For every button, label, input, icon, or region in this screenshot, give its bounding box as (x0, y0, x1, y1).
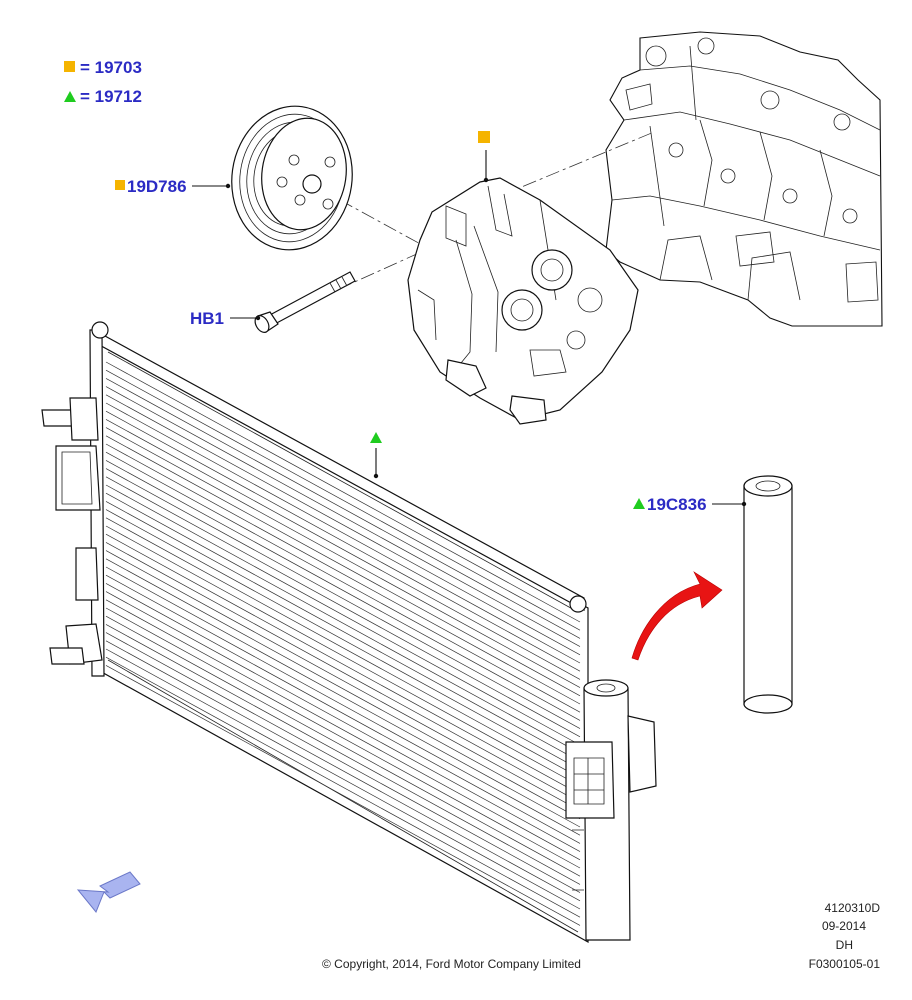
condenser-fin-line (105, 558, 581, 820)
copyright-text: © Copyright, 2014, Ford Motor Company Li… (322, 957, 581, 971)
condenser-fin-line (105, 566, 581, 828)
condenser-fin-line (105, 656, 581, 918)
condenser-fins (105, 361, 581, 926)
condenser-fin-line (105, 361, 581, 623)
condenser-fin-line (105, 492, 581, 754)
engine-block (605, 31, 883, 327)
compressor-square-marker (478, 131, 490, 143)
condenser-fin-line (105, 435, 581, 697)
condenser-fin-line (105, 574, 581, 836)
condenser-fin-line (105, 369, 581, 631)
condenser-fin-line (105, 517, 581, 779)
figure-number: F0300105-01 (809, 957, 881, 971)
red-direction-arrow (631, 571, 723, 661)
diagram-date: 09-2014 (822, 919, 866, 933)
condenser-fin-line (105, 525, 581, 787)
pulley-callout: 19D786 (127, 177, 187, 196)
condenser-fin-line (105, 632, 581, 893)
ac-compressor (407, 150, 639, 425)
condenser-fin-line (105, 665, 581, 926)
drier-triangle-marker (633, 498, 645, 509)
drier-callout: 19C836 (647, 495, 707, 514)
condenser-fin-line (105, 640, 581, 902)
condenser-triangle-marker (370, 432, 382, 443)
condenser-fin-line (105, 443, 581, 705)
condenser-fin-line (105, 394, 581, 656)
legend-square-text: = 19703 (80, 58, 142, 77)
condenser-fin-line (105, 615, 581, 877)
front-direction-arrow (76, 871, 141, 913)
condenser-fin-line (105, 509, 581, 770)
condenser-fin-line (105, 484, 581, 746)
condenser-fin-line (105, 624, 581, 885)
condenser-fin-line (105, 550, 581, 811)
receiver-drier (712, 475, 793, 714)
diagram-code: 4120310D (825, 901, 881, 915)
condenser-fin-line (105, 648, 581, 910)
condenser-fin-line (105, 468, 581, 729)
diagram-initials: DH (836, 938, 853, 952)
legend: = 19703 = 19712 (64, 58, 142, 106)
condenser-fin-line (105, 533, 581, 795)
pulley-square-marker (115, 180, 125, 190)
condenser-fin-line (105, 427, 581, 688)
pulley (192, 105, 353, 251)
condenser-fin-line (105, 607, 581, 869)
bolt-callout: HB1 (190, 309, 224, 328)
legend-triangle-text: = 19712 (80, 87, 142, 106)
condenser-fin-line (105, 451, 581, 713)
legend-square-marker (64, 61, 75, 72)
bolt (230, 271, 356, 333)
condenser-fin-line (105, 599, 581, 861)
legend-triangle-marker (64, 91, 76, 102)
condenser-fin-line (105, 501, 581, 762)
condenser-fin-line (105, 583, 581, 844)
condenser-fin-line (105, 378, 581, 639)
condenser (41, 321, 657, 944)
condenser-fin-line (105, 591, 581, 852)
condenser-fin-line (105, 402, 581, 664)
condenser-fin-line (105, 476, 581, 738)
condenser-fin-line (105, 410, 581, 672)
condenser-fin-line (105, 386, 581, 647)
condenser-fin-line (105, 419, 581, 680)
condenser-fin-line (105, 542, 581, 803)
condenser-fin-line (105, 460, 581, 721)
